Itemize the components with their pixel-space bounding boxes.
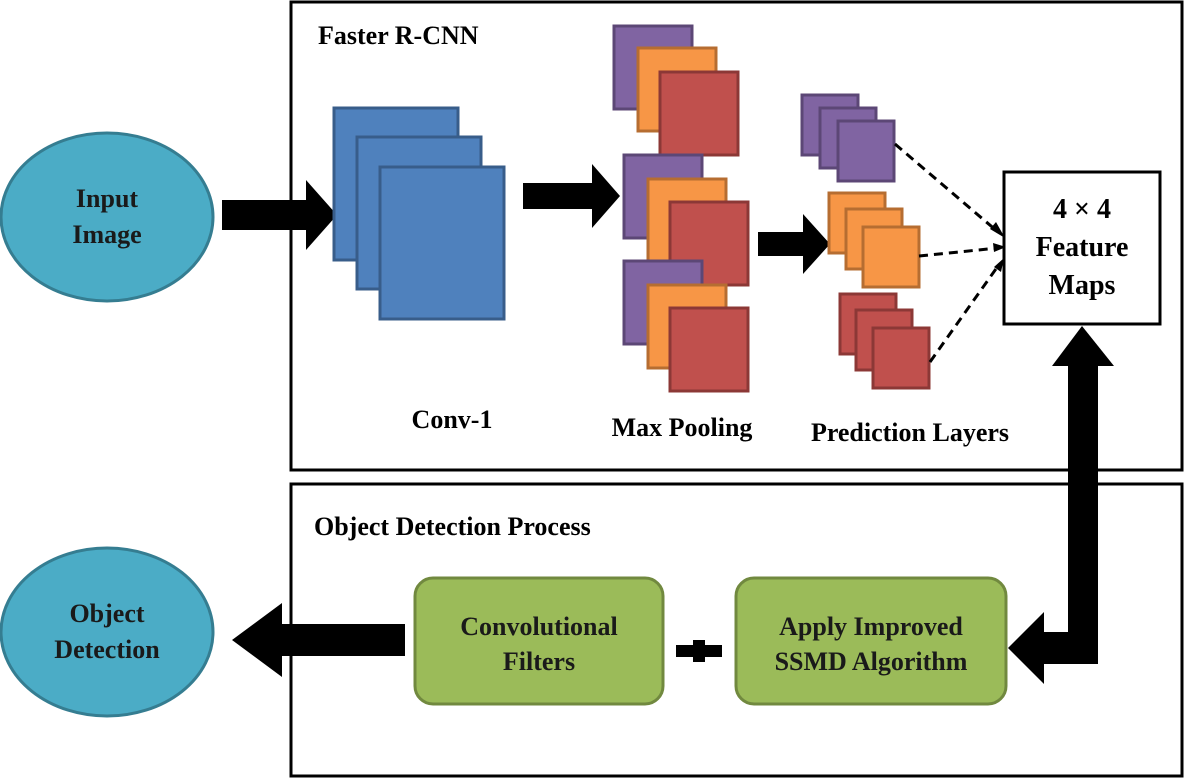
object-detection-node: Object Detection <box>0 546 215 718</box>
dashed-connectors <box>894 142 1000 363</box>
max-pooling-stack <box>612 24 750 393</box>
dashed-connector-orange <box>918 246 999 258</box>
pool-red-1 <box>658 70 740 157</box>
pool-group-1 <box>612 24 740 157</box>
feature-maps-line2: Feature <box>1036 232 1129 263</box>
plus-icon-vertical <box>693 640 705 662</box>
prediction-layers-label: Prediction Layers <box>811 418 1009 447</box>
ssmd-node: Apply Improved SSMD Algorithm <box>734 576 1008 706</box>
pred-orange-group <box>827 191 921 289</box>
input-image-ellipse <box>0 131 215 303</box>
feature-maps-node: 4 × 4 Feature Maps <box>1002 170 1162 326</box>
ssmd-line2: SSMD Algorithm <box>775 647 968 676</box>
feature-maps-line3: Maps <box>1049 270 1116 301</box>
dashed-connector-purple <box>894 142 999 234</box>
plus-icon <box>676 640 722 662</box>
input-image-label-line2: Image <box>72 220 141 249</box>
object-detection-ellipse <box>0 546 215 718</box>
conv-layer-3 <box>378 165 506 321</box>
dashed-arrowhead-orange <box>993 243 1006 252</box>
arrow-conv-to-pool <box>523 164 620 228</box>
elbow-arrow-up-head <box>1052 326 1114 366</box>
conv-1-stack <box>332 106 506 321</box>
object-detection-title: Object Detection Process <box>314 512 591 541</box>
feature-maps-box <box>1002 170 1162 326</box>
elbow-arrow-vertical-shaft <box>1068 364 1098 664</box>
pred-purple-group <box>800 93 896 183</box>
convolutional-filters-node: Convolutional Filters <box>413 576 665 706</box>
object-detection-label-line1: Object <box>69 599 144 628</box>
input-image-node: Input Image <box>0 131 215 303</box>
pred-orange-3 <box>861 225 921 289</box>
elbow-arrow-feature-ssmd <box>1008 326 1114 684</box>
ssmd-box <box>734 576 1008 706</box>
pred-red-3 <box>871 326 931 390</box>
elbow-arrow-horizontal-shaft <box>1040 632 1098 664</box>
dashed-arrowhead-purple <box>990 222 1005 238</box>
dashed-connector-red <box>928 265 1000 363</box>
pool-red-3 <box>668 306 750 393</box>
arrow-filters-to-output <box>232 603 405 677</box>
convolutional-filters-box <box>413 576 665 706</box>
ssmd-line1: Apply Improved <box>779 612 963 641</box>
elbow-arrow-left-head <box>1008 612 1044 684</box>
convolutional-filters-line1: Convolutional <box>460 612 618 641</box>
feature-maps-line1: 4 × 4 <box>1053 194 1111 225</box>
object-detection-label-line2: Detection <box>54 635 160 664</box>
convolutional-filters-line2: Filters <box>503 647 575 676</box>
pred-red-group <box>838 292 931 390</box>
prediction-layers-stack <box>800 93 931 390</box>
pool-group-3 <box>622 259 750 393</box>
max-pooling-label: Max Pooling <box>612 413 753 442</box>
pred-purple-3 <box>836 119 896 183</box>
conv-1-label: Conv-1 <box>412 405 493 434</box>
faster-rcnn-title: Faster R-CNN <box>318 21 479 50</box>
arrow-input-to-conv <box>222 180 337 250</box>
input-image-label-line1: Input <box>76 184 138 213</box>
pool-group-2 <box>622 153 750 287</box>
faster-rcnn-panel <box>289 0 1184 472</box>
arrow-pool-to-pred <box>758 214 830 274</box>
dashed-arrowhead-red <box>994 258 1004 272</box>
